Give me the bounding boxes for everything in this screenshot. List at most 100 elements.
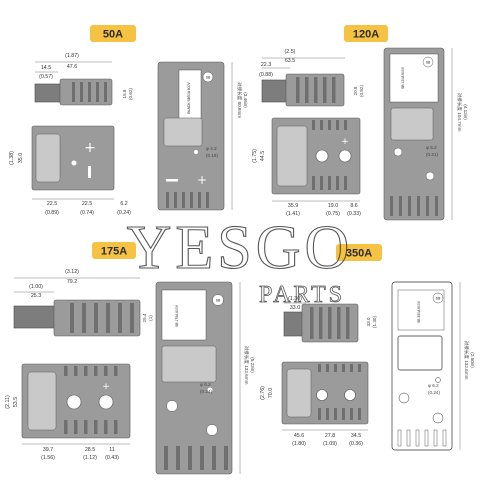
panel-50a: 50A (1.87) 47.6 14.5 (0.57) 15.8 (0.62) … [9, 25, 248, 216]
dim-350a-b3-in: (0.36) [349, 441, 363, 447]
connector-50a-front-window [35, 133, 61, 183]
dim-50a-top-mm: 47.6 [67, 64, 77, 70]
connector-50a-brand-text: SB [206, 76, 211, 80]
connector-120a-side-bolt-2 [425, 171, 435, 181]
dim-50a-ext-in: (0.57) [39, 74, 53, 80]
connector-50a-hole-icon [71, 160, 77, 166]
connector-350a-side-bolt-1 [398, 392, 410, 404]
dim-50a-ext-mm: 14.5 [41, 65, 51, 71]
connector-350a-front-ribs [318, 364, 361, 372]
connector-50a-side-ribs [166, 192, 209, 208]
dim-120a-ext-in: (0.88) [259, 72, 273, 78]
connector-175a-side-window [161, 345, 217, 383]
dim-50a-front-h-in: (1.38) [9, 151, 15, 165]
connector-175a-top-contact [13, 305, 59, 329]
dim-350a-side-len: 对接长度 132.6mm [463, 341, 470, 380]
connector-120a-side-bolt-1 [393, 147, 403, 157]
watermark-brand: YESGO [127, 214, 354, 282]
dim-175a-top-mm: 79.2 [67, 279, 77, 285]
dim-175a-b3-in: (0.43) [105, 455, 119, 461]
connector-175a-brand-badge [212, 294, 224, 306]
dim-175a-side-len-in: (5.22in) [250, 357, 255, 373]
connector-175a-bolt-icon-2 [98, 394, 114, 410]
dim-50a-hole-mm: φ 4.2 [206, 146, 217, 151]
dim-175a-b3-mm: 11 [109, 447, 115, 453]
dim-120a-side-len: 对接长度 104.7mm [456, 93, 463, 132]
dim-175a-side-len: 对接长度 132.6mm [243, 346, 250, 385]
badge-50a-label: 50A [103, 29, 123, 41]
dim-175a-b1-mm: 39.7 [43, 447, 53, 453]
dim-50a-b2-in: (0.74) [80, 210, 94, 216]
dim-120a-b1-mm: 35.9 [288, 203, 298, 209]
badge-50a [90, 25, 136, 42]
dim-120a-hole-mm: φ 5.2 [426, 145, 437, 150]
connector-50a-plus-icon: + [84, 140, 96, 156]
connector-350a-side-window [397, 335, 443, 371]
connector-350a-brand-badge [432, 292, 444, 304]
connector-350a-side-bolt-2 [432, 412, 444, 424]
dim-50a-b1-mm: 22.5 [47, 201, 57, 207]
connector-350a-brand-text: SB [436, 297, 441, 301]
dim-175a-hole-mm: φ 6.2 [200, 382, 211, 387]
connector-120a-bolt-icon-2 [338, 149, 352, 163]
dim-50a-top-in: (1.87) [65, 53, 79, 59]
dim-120a-b3-mm: 8.6 [350, 203, 357, 209]
dim-350a-b1-in: (1.80) [292, 441, 306, 447]
dim-120a-b1-in: (1.41) [286, 211, 300, 217]
connector-175a-side-text: SB 175A 600V [175, 304, 179, 327]
dim-50a-side-len: 对接长度 80.8mm [236, 82, 243, 118]
dim-350a-b1-mm: 45.6 [294, 433, 304, 439]
connector-175a-bottom-ribs [64, 420, 118, 434]
dim-50a-hole-in: (0.16) [206, 153, 218, 158]
dim-50a-b3-mm: 6.2 [120, 201, 127, 207]
panel-175a: 175A (3.12) 79.2 (1.00) 25.3 25.4 (1) [5, 242, 255, 475]
connector-120a-brand-text: SB [426, 61, 431, 65]
dim-175a-b1-in: (1.56) [41, 455, 55, 461]
connector-50a-top-ribs [72, 82, 107, 102]
connector-175a-side-ribs [164, 446, 228, 470]
dim-120a-hole-in: (0.21) [426, 152, 438, 157]
connector-50a-side-minus-icon [166, 179, 178, 182]
dim-120a-b2-mm: 19.0 [328, 203, 338, 209]
badge-350a-label: 350A [346, 248, 372, 260]
dim-350a-hole-in: (0.24) [428, 390, 440, 395]
connector-50a-slot-icon [88, 166, 91, 178]
dim-50a-b2-mm: 22.5 [82, 201, 92, 207]
dim-350a-front-h-in: (2.76) [260, 386, 266, 400]
badge-120a [344, 25, 388, 42]
dim-175a-b2-mm: 28.5 [85, 447, 95, 453]
connector-120a-bottom-ribs [312, 176, 347, 190]
connector-175a-side-hole [207, 387, 213, 393]
connector-175a-side-bolt-1 [166, 400, 178, 412]
connector-175a-front-ribs [64, 366, 118, 376]
connector-350a-bolt-icon-1 [316, 389, 328, 401]
badge-175a-label: 175A [101, 246, 127, 258]
dim-120a-h-mm: 20.8 [353, 86, 358, 95]
dim-350a-side-len-in: (2.50in) [470, 352, 475, 368]
dim-120a-top-mm: 63.5 [285, 58, 295, 64]
dim-350a-h-in: (1.30) [372, 316, 377, 328]
badge-175a [92, 242, 136, 259]
dim-50a-h-mm: 15.8 [122, 89, 127, 98]
dim-120a-ext-mm: 22.3 [261, 62, 271, 68]
connector-175a-plus-icon: + [102, 382, 110, 392]
connector-120a-bolt-icon-1 [315, 149, 329, 163]
dim-50a-side-len-in: (3.46in) [243, 92, 248, 108]
dim-350a-b3-mm: 34.5 [351, 433, 361, 439]
connector-50a-side-text: BLACK SB50A 600V [187, 82, 191, 114]
panel-350a: 350A (1.30) 33.0 33.0 (1.30) [260, 244, 475, 451]
connector-50a-side-hole [194, 150, 198, 154]
dim-120a-b2-in: (0.75) [326, 211, 340, 217]
dim-175a-h-in: (1) [148, 315, 153, 321]
dim-50a-h-in: (0.62) [128, 88, 133, 100]
dim-350a-front-h-mm: 70.0 [268, 388, 274, 398]
connector-120a-plus-icon: + [341, 137, 349, 147]
dim-50a-b1-in: (0.89) [45, 210, 59, 216]
dim-120a-front-h-in: (1.75) [252, 149, 258, 163]
connector-50a-side-window [163, 117, 203, 147]
connector-50a-brand-badge [202, 71, 214, 83]
connector-175a-side-label [161, 289, 207, 341]
connector-350a-side-ribs [397, 429, 447, 447]
dim-350a-hole-mm: φ 6.2 [428, 383, 439, 388]
